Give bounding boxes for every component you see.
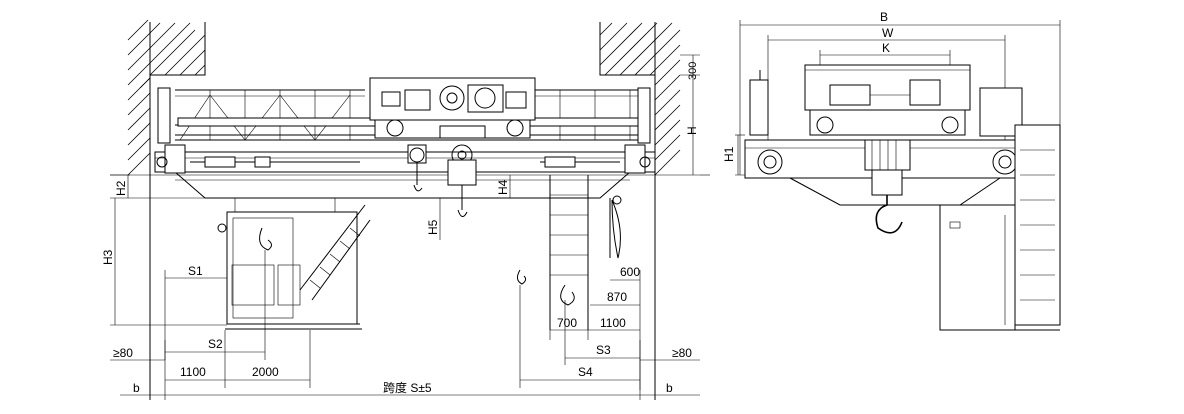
- dim-S2: S2: [208, 337, 223, 351]
- front-dimension-lines: [110, 54, 710, 400]
- front-view: 300 H H2 H3 H4 H5 S1 S2 S3 S4 600 870 70…: [101, 19, 710, 400]
- side-hook-block: [864, 139, 911, 234]
- operator-cab: [217, 198, 371, 330]
- dim-S3: S3: [596, 343, 611, 357]
- dim-K: K: [882, 41, 890, 55]
- dim-H2: H2: [114, 180, 128, 196]
- dim-300: 300: [687, 62, 699, 80]
- side-operator-cab: [939, 87, 1061, 331]
- right-building-wall: [599, 22, 681, 400]
- dim-600: 600: [620, 265, 640, 279]
- dim-H3: H3: [101, 249, 115, 265]
- left-building-wall: [127, 19, 206, 400]
- dim-H1: H1: [722, 146, 736, 162]
- side-view: B W K H1: [722, 10, 1061, 331]
- dim-H4: H4: [496, 179, 510, 195]
- dim-870: 870: [607, 290, 627, 304]
- dim-B: B: [880, 10, 888, 24]
- trolley: [369, 77, 536, 217]
- side-trolley: [749, 64, 971, 136]
- dim-S4: S4: [578, 365, 593, 379]
- dim-2000: 2000: [252, 365, 279, 379]
- dim-S1: S1: [188, 264, 203, 278]
- dim-1100-left: 1100: [180, 365, 206, 379]
- dim-b-left: b: [133, 381, 140, 395]
- dim-span: 跨度 S±5: [383, 380, 432, 395]
- bridge-girder: [154, 144, 656, 199]
- dim-gt80-right: ≥80: [672, 346, 692, 360]
- dim-b-right: b: [666, 381, 673, 395]
- dim-W: W: [882, 26, 894, 40]
- dim-1100-right: 1100: [600, 316, 626, 330]
- dim-700: 700: [557, 316, 577, 330]
- dim-gt80-left: ≥80: [113, 346, 133, 360]
- access-ladder: [516, 175, 622, 330]
- dim-H: H: [685, 126, 699, 135]
- dim-H5: H5: [426, 219, 440, 235]
